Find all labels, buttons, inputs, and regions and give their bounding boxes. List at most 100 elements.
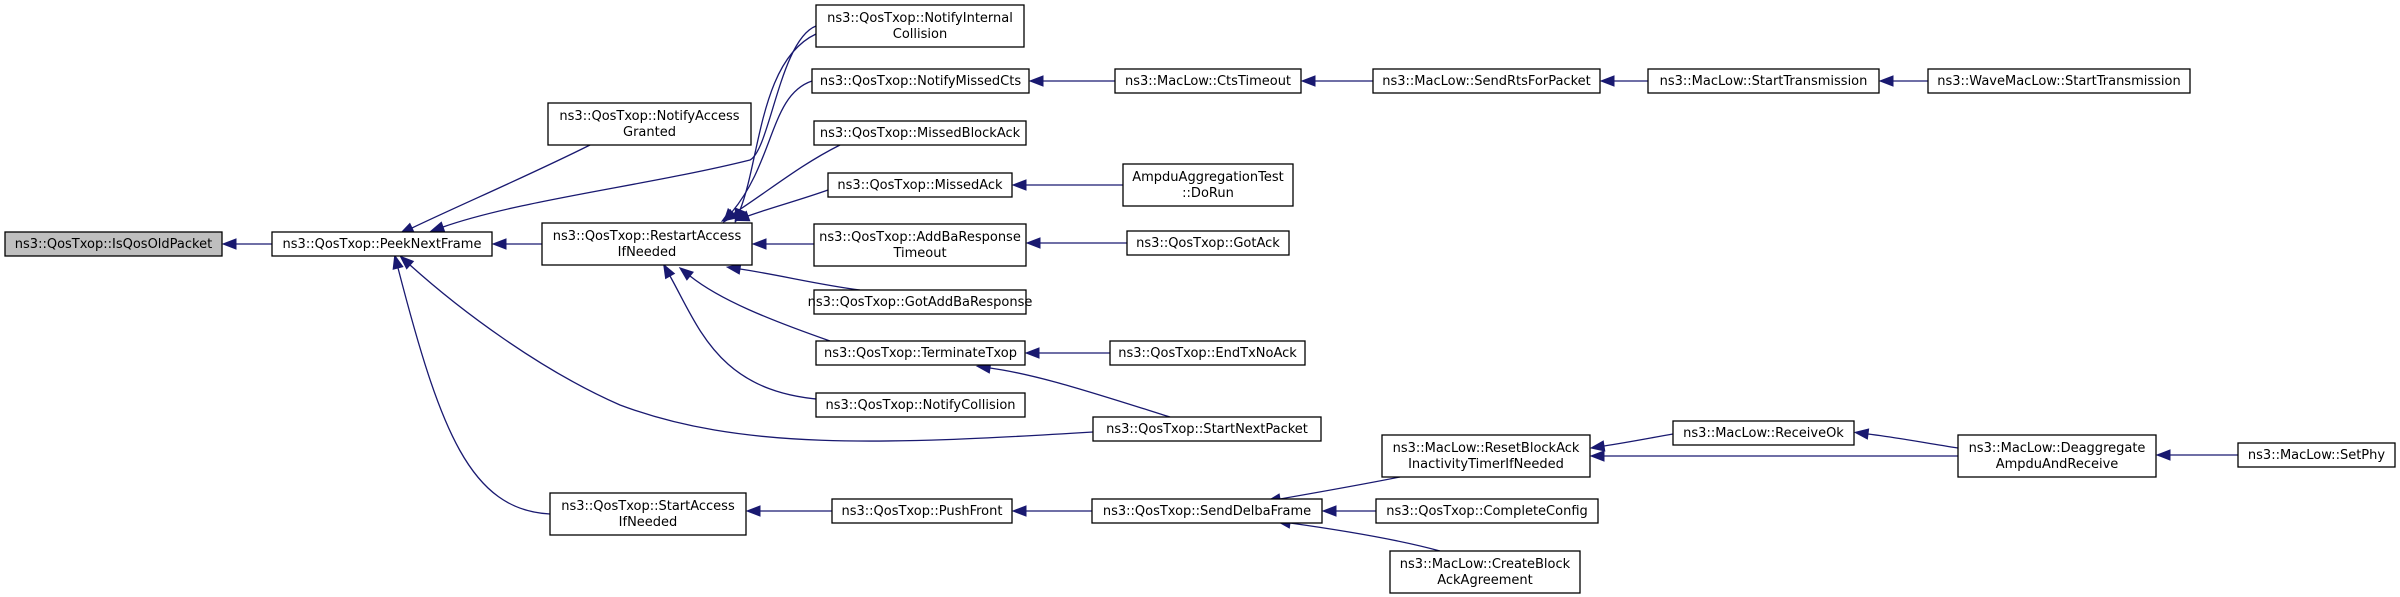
node-label: ns3::QosTxop::NotifyCollision <box>825 398 1015 413</box>
node-box <box>549 492 747 536</box>
node-label: ns3::QosTxop::PushFront <box>842 504 1003 519</box>
arrowhead-ctsTimeout-to-notifyMissedCts <box>1028 75 1044 87</box>
node-pushFront[interactable]: ns3::QosTxop::PushFront <box>831 498 1013 524</box>
node-label: ns3::QosTxop::NotifyMissedCts <box>820 74 1021 89</box>
node-box <box>1672 420 1855 446</box>
arrowhead-missedBlockAck-to-restartAccessIfNeeded <box>720 208 737 222</box>
node-missedBlockAck[interactable]: ns3::QosTxop::MissedBlockAck <box>813 120 1027 146</box>
node-missedAck[interactable]: ns3::QosTxop::MissedAck <box>827 172 1013 198</box>
node-box <box>1114 68 1302 94</box>
edge-receiveOk-to-resetBlockAck <box>1603 433 1674 447</box>
arrowhead-receiveOk-to-resetBlockAck <box>1589 440 1606 452</box>
arrowhead-gotAck-to-addBaResponseTimeout <box>1025 237 1041 249</box>
node-notifyMissedCts[interactable]: ns3::QosTxop::NotifyMissedCts <box>811 68 1030 94</box>
edge-notifyMissedCts-to-restartAccessIfNeeded <box>731 80 813 213</box>
arrowhead-endTxNoAck-to-terminateTxop <box>1024 347 1040 359</box>
node-label: ns3::QosTxop::TerminateTxop <box>824 346 1017 361</box>
node-ctsTimeout[interactable]: ns3::MacLow::CtsTimeout <box>1114 68 1302 94</box>
node-label: ns3::WaveMacLow::StartTransmission <box>1937 74 2180 89</box>
node-isQosOldPacket[interactable]: ns3::QosTxop::IsQosOldPacket <box>4 231 223 257</box>
node-label: ns3::QosTxop::NotifyInternal <box>827 11 1013 26</box>
node-label: ns3::QosTxop::RestartAccess <box>553 229 742 244</box>
node-label: InactivityTimerIfNeeded <box>1408 457 1564 472</box>
node-box <box>1092 416 1322 442</box>
node-sendRtsForPacket[interactable]: ns3::MacLow::SendRtsForPacket <box>1372 68 1601 94</box>
node-box <box>1389 550 1581 594</box>
edge-createBlockAck-to-sendDelbaFrame <box>1289 522 1441 552</box>
node-label: ns3::MacLow::SetPhy <box>2248 448 2385 463</box>
node-label: Collision <box>893 27 947 42</box>
node-waveStartTransmission[interactable]: ns3::WaveMacLow::StartTransmission <box>1927 68 2191 94</box>
node-label: ns3::MacLow::StartTransmission <box>1660 74 1868 89</box>
arrowhead-ampduDoRun-to-missedAck <box>1011 179 1027 191</box>
node-box <box>815 4 1025 48</box>
edge-notifyInternalCollision-to-restartAccessIfNeeded <box>739 33 817 211</box>
node-box <box>1372 68 1601 94</box>
node-box <box>813 289 1027 315</box>
edge-resetBlockAck-to-sendDelbaFrame <box>1279 476 1401 500</box>
node-peekNextFrame[interactable]: ns3::QosTxop::PeekNextFrame <box>271 231 493 257</box>
arrowhead-pushFront-to-startAccessIfNeeded <box>745 505 761 517</box>
node-label: Timeout <box>892 246 946 261</box>
node-label: ns3::MacLow::Deaggregate <box>1969 441 2146 456</box>
node-label: AckAgreement <box>1437 573 1533 588</box>
node-box <box>271 231 493 257</box>
node-box <box>1109 340 1306 366</box>
node-startNextPacket[interactable]: ns3::QosTxop::StartNextPacket <box>1092 416 1322 442</box>
node-gotAddBaResponse[interactable]: ns3::QosTxop::GotAddBaResponse <box>808 289 1033 315</box>
node-label: ns3::QosTxop::PeekNextFrame <box>283 237 482 252</box>
node-box <box>1927 68 2191 94</box>
node-label: ns3::QosTxop::SendDelbaFrame <box>1103 504 1311 519</box>
node-box <box>2237 442 2396 468</box>
node-box <box>1957 434 2157 478</box>
node-box <box>815 340 1026 366</box>
node-completeConfig[interactable]: ns3::QosTxop::CompleteConfig <box>1375 498 1599 524</box>
node-gotAck[interactable]: ns3::QosTxop::GotAck <box>1126 230 1290 256</box>
arrowhead-restartAccessIfNeeded-to-peekNextFrame <box>491 238 507 250</box>
node-label: ns3::QosTxop::CompleteConfig <box>1386 504 1588 519</box>
node-resetBlockAck[interactable]: ns3::MacLow::ResetBlockAckInactivityTime… <box>1381 434 1591 478</box>
node-label: IfNeeded <box>618 245 677 260</box>
node-box <box>4 231 223 257</box>
arrowhead-deaggregate-to-resetBlockAck <box>1589 450 1605 462</box>
arrowhead-startNextPacket-to-peekNextFrame <box>399 255 415 270</box>
node-box <box>1091 498 1323 524</box>
arrowhead-peekNextFrame-to-isQosOldPacket <box>221 238 237 250</box>
edge-notifyAccessGranted-to-peekNextFrame <box>411 144 591 229</box>
node-label: ns3::MacLow::ResetBlockAck <box>1393 441 1580 456</box>
node-label: ns3::QosTxop::IsQosOldPacket <box>15 237 212 252</box>
node-ampduDoRun[interactable]: AmpduAggregationTest::DoRun <box>1122 163 1294 207</box>
node-endTxNoAck[interactable]: ns3::QosTxop::EndTxNoAck <box>1109 340 1306 366</box>
node-box <box>541 222 753 266</box>
node-label: ns3::QosTxop::GotAddBaResponse <box>808 295 1033 310</box>
arrowhead-terminateTxop-to-restartAccessIfNeeded <box>678 267 694 281</box>
edge-startNextPacket-to-terminateTxop <box>989 367 1171 418</box>
node-label: ns3::MacLow::CtsTimeout <box>1125 74 1291 89</box>
node-label: ns3::MacLow::SendRtsForPacket <box>1382 74 1591 89</box>
arrowhead-deaggregate-to-receiveOk <box>1853 428 1870 440</box>
node-setPhy[interactable]: ns3::MacLow::SetPhy <box>2237 442 2396 468</box>
arrowhead-missedAck-to-restartAccessIfNeeded <box>734 210 751 222</box>
node-box <box>1375 498 1599 524</box>
node-label: IfNeeded <box>619 515 678 530</box>
node-label: ns3::QosTxop::EndTxNoAck <box>1118 346 1297 361</box>
node-receiveOk[interactable]: ns3::MacLow::ReceiveOk <box>1672 420 1855 446</box>
node-label: ns3::QosTxop::GotAck <box>1136 236 1280 251</box>
node-startTransmission[interactable]: ns3::MacLow::StartTransmission <box>1647 68 1880 94</box>
node-box <box>831 498 1013 524</box>
arrowhead-notifyCollision-to-restartAccessIfNeeded <box>663 263 676 280</box>
node-box <box>547 102 752 146</box>
node-terminateTxop[interactable]: ns3::QosTxop::TerminateTxop <box>815 340 1026 366</box>
node-notifyCollision[interactable]: ns3::QosTxop::NotifyCollision <box>815 392 1026 418</box>
node-box <box>1122 163 1294 207</box>
node-sendDelbaFrame[interactable]: ns3::QosTxop::SendDelbaFrame <box>1091 498 1323 524</box>
arrowhead-sendDelbaFrame-to-pushFront <box>1011 505 1027 517</box>
node-label: ns3::QosTxop::AddBaResponse <box>819 230 1021 245</box>
